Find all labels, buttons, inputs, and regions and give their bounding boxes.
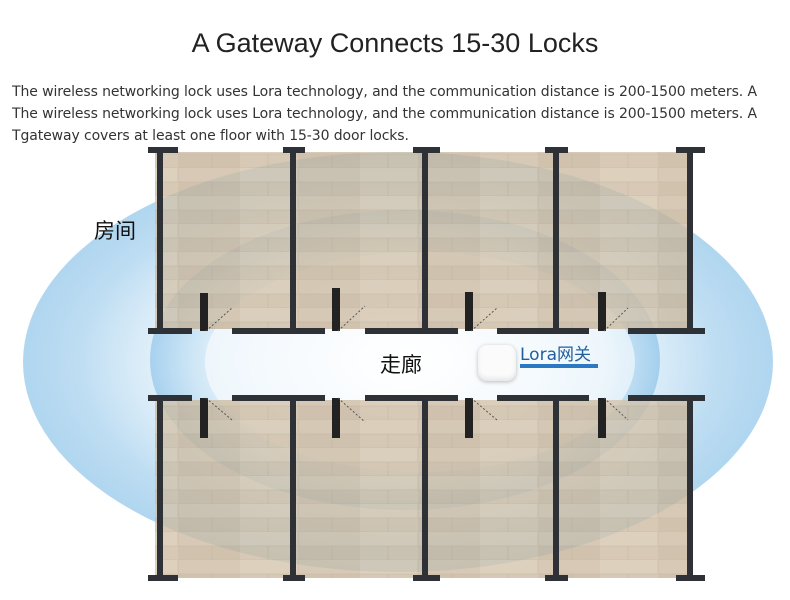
room-floor <box>155 152 293 329</box>
room-row-top <box>148 147 705 334</box>
door-lock-icon <box>332 288 340 331</box>
room-floor <box>425 152 556 329</box>
door-swing <box>470 307 498 332</box>
door-lock-icon <box>200 293 208 331</box>
room-floor <box>556 152 690 329</box>
door-swing <box>603 307 629 332</box>
room-floor <box>425 400 556 578</box>
corridor-label: 走廊 <box>380 353 422 377</box>
door-swing <box>470 397 498 421</box>
room-row-bottom <box>148 395 705 581</box>
door-lock-icon <box>465 398 473 438</box>
room-floor <box>293 152 425 329</box>
description-line: Tgateway covers at least one floor with … <box>12 128 409 144</box>
door-lock-icon <box>598 398 606 438</box>
door-lock-icon <box>465 292 473 331</box>
door-lock-icon <box>598 292 606 331</box>
door-swing <box>205 307 233 332</box>
door-swing <box>603 397 629 421</box>
door-locks-top <box>200 288 606 331</box>
door-lock-icon <box>332 398 340 438</box>
gateway-device-icon <box>478 345 516 381</box>
gateway-label-underline <box>520 364 598 368</box>
door-lock-icon <box>200 398 208 438</box>
door-swing <box>205 397 233 421</box>
description-line: The wireless networking lock uses Lora t… <box>12 106 757 122</box>
description-line: The wireless networking lock uses Lora t… <box>12 84 757 100</box>
door-locks-bottom <box>200 398 606 438</box>
room-floor <box>293 400 425 578</box>
room-floor <box>556 400 690 578</box>
room-label: 房间 <box>94 219 136 243</box>
gateway-label: Lora网关 <box>520 345 591 365</box>
description: The wireless networking lock uses Lora t… <box>12 81 782 147</box>
room-floor <box>155 400 293 578</box>
page-title: A Gateway Connects 15-30 Locks <box>191 28 599 58</box>
